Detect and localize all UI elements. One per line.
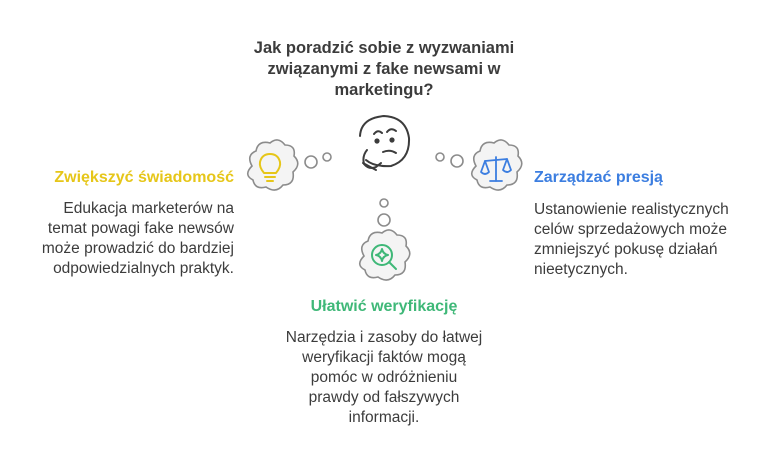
pressure-description: Ustanowienie realistycznych celów sprzed… (534, 200, 729, 280)
awareness-heading: Zwiększyć świadomość (54, 169, 234, 186)
bubble-bottom-1 (379, 198, 389, 208)
desc-line: Narzędzia i zasoby do łatwej (285, 329, 483, 346)
desc-line: weryfikacji faktów mogą (302, 349, 466, 366)
bubble-bottom-2 (377, 213, 391, 227)
lightbulb-icon (246, 139, 299, 191)
desc-line: temat powagi fake newsów (47, 220, 234, 237)
desc-line: prawdy od fałszywych (308, 389, 460, 406)
title-line: Jak poradzić sobie z wyzwaniami (253, 39, 515, 57)
desc-line: odpowiedzialnych praktyk. (53, 260, 234, 277)
desc-line: nieetycznych. (534, 261, 628, 278)
desc-line: celów sprzedażowych może (534, 221, 727, 238)
desc-line: pomóc w odróżnieniu (310, 369, 458, 386)
title-line: marketingu? (334, 81, 434, 99)
magnifier-sparkle-icon (358, 229, 411, 281)
desc-line: informacji. (348, 409, 420, 426)
thinking-face-icon (359, 115, 411, 171)
diagram-title: Jak poradzić sobie z wyzwaniami związany… (224, 38, 544, 101)
connector-bubbles (304, 152, 464, 227)
bubble-right-2 (450, 154, 464, 168)
bubble-right-1 (435, 152, 445, 162)
bubble-left-2 (322, 152, 332, 162)
scales-icon (470, 139, 523, 191)
desc-line: Edukacja marketerów na (63, 200, 234, 217)
desc-line: Ustanowienie realistycznych (534, 201, 729, 218)
pressure-heading: Zarządzać presją (534, 169, 663, 186)
desc-line: zmniejszyć pokusę działań (534, 241, 718, 258)
desc-line: może prowadzić do bardziej (41, 240, 234, 257)
bubble-left-1 (304, 155, 318, 169)
title-line: związanymi z fake newsami w (267, 60, 501, 78)
verification-heading: Ułatwić weryfikację (310, 298, 458, 315)
verification-description: Narzędzia i zasoby do łatwej weryfikacji… (234, 328, 534, 428)
awareness-description: Edukacja marketerów na temat powagi fake… (0, 199, 234, 279)
